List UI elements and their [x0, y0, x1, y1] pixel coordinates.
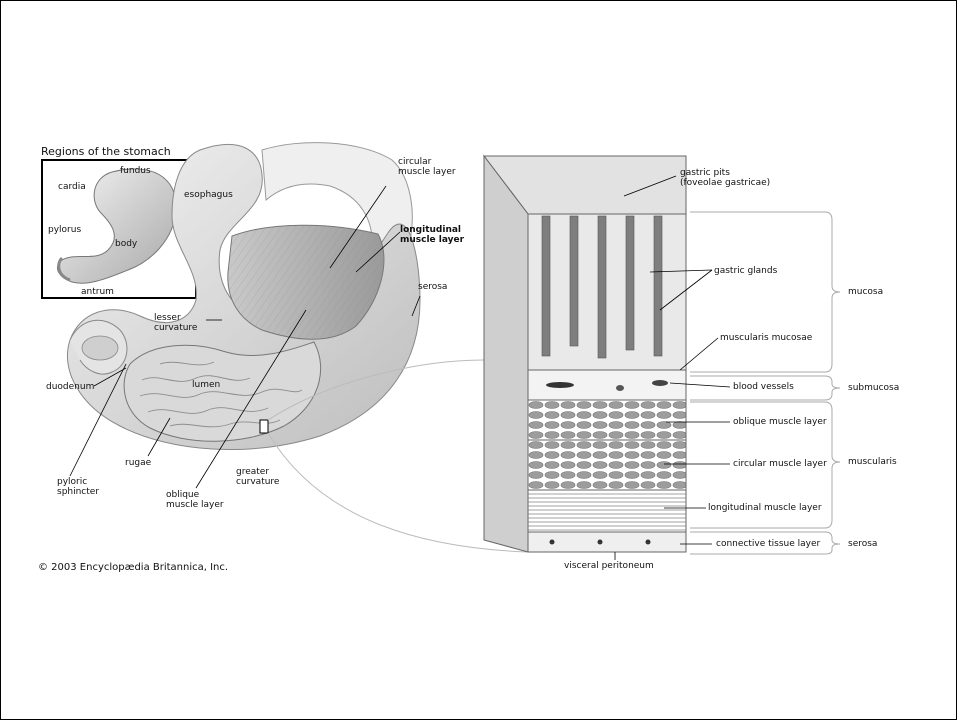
label-esophagus: esophagus: [184, 190, 233, 200]
label-muscularis-mucosae: muscularis mucosae: [720, 333, 812, 343]
label-connective-tissue-layer: connective tissue layer: [716, 539, 820, 549]
label-duodenum: duodenum: [46, 382, 94, 392]
label-body: body: [115, 239, 137, 249]
label-antrum: antrum: [81, 287, 114, 297]
label-cardia: cardia: [58, 182, 86, 192]
label-serosa-layer: serosa: [848, 539, 877, 549]
label-pylorus: pylorus: [48, 225, 81, 235]
label-submucosa: submucosa: [848, 383, 899, 393]
label-rugae: rugae: [125, 458, 151, 468]
inset-title: Regions of the stomach: [41, 145, 171, 158]
wall-section: [484, 156, 686, 552]
label-serosa-stomach: serosa: [418, 282, 447, 292]
label-gastric-pits: gastric pits (foveolae gastricae): [680, 168, 770, 188]
label-longitudinal-muscle: longitudinal muscle layer: [400, 225, 464, 245]
label-longitudinal-muscle-layer: longitudinal muscle layer: [708, 503, 822, 513]
label-muscularis: muscularis: [848, 457, 897, 467]
label-blood-vessels: blood vessels: [733, 382, 794, 392]
label-mucosa: mucosa: [848, 287, 883, 297]
label-lumen: lumen: [192, 380, 220, 390]
label-gastric-glands: gastric glands: [714, 266, 777, 276]
label-lesser-curvature: lesser curvature: [154, 313, 197, 333]
label-circular-muscle: circular muscle layer: [398, 157, 456, 177]
label-oblique-muscle-layer: oblique muscle layer: [733, 417, 827, 427]
label-greater-curvature: greater curvature: [236, 467, 279, 487]
label-oblique-muscle: oblique muscle layer: [166, 490, 224, 510]
label-circular-muscle-layer: circular muscle layer: [733, 459, 827, 469]
label-pyloric-sphincter: pyloric sphincter: [57, 477, 99, 497]
label-fundus: fundus: [120, 166, 151, 176]
copyright-notice: © 2003 Encyclopædia Britannica, Inc.: [38, 562, 228, 573]
label-visceral-peritoneum: visceral peritoneum: [564, 561, 654, 571]
